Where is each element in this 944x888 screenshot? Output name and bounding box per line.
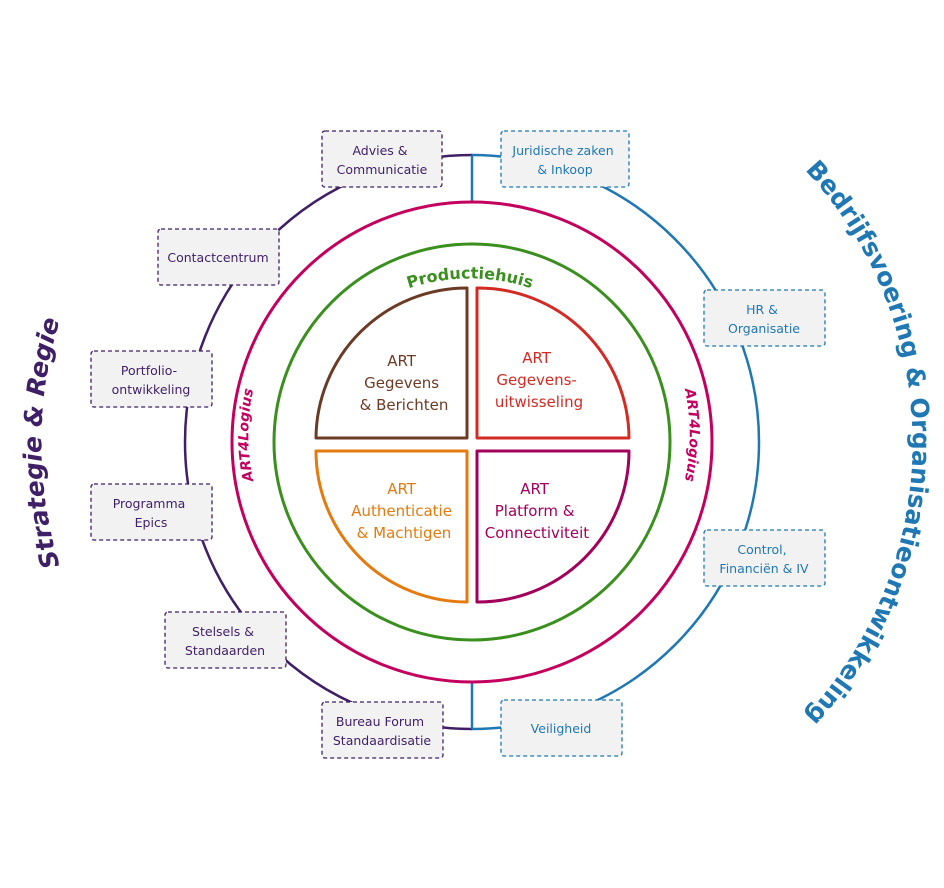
- box-contactcentrum[interactable]: Contactcentrum: [157, 228, 280, 286]
- svg-text:Stelsels & Standaarden: Stelsels & Standaarden: [185, 624, 265, 658]
- quadrant-gegevens-berichten[interactable]: [314, 286, 469, 440]
- outer-ring-right-arc: [471, 153, 761, 731]
- outer-ring-left-arc: [183, 153, 473, 731]
- quadrant-label-gegevens-berichten: ART Gegevens & Berichten: [360, 352, 449, 414]
- box-stelsels-standaarden[interactable]: Stelsels & Standaarden: [164, 611, 287, 669]
- bedrijfsvoering-title: Bedrijfsvoering & Organisatieontwikkelin…: [800, 155, 935, 732]
- svg-text:Juridische zaken & Inkoo: Juridische zaken & Inkoop: [511, 143, 617, 177]
- svg-text:Portfolio- ontwikkeling: Portfolio- ontwikkeling: [112, 363, 191, 397]
- quadrant-label-platform-connectiviteit: ART Platform & Connectiviteit: [485, 480, 590, 542]
- box-bureau-forum-standaardisatie[interactable]: Bureau Forum Standaardisatie: [321, 701, 444, 759]
- productiehuis-ring: [272, 242, 672, 642]
- svg-text:Bureau Forum Standaardis: Bureau Forum Standaardisatie: [333, 714, 432, 748]
- quadrant-platform-connectiviteit[interactable]: [475, 449, 631, 604]
- svg-text:Contactcentrum: Contactcentrum: [167, 250, 268, 265]
- svg-text:Programma Epics: Programma Epics: [113, 496, 190, 530]
- svg-text:Control, Financiën & IV: Control, Financiën & IV: [719, 542, 809, 576]
- box-veiligheid[interactable]: Veiligheid: [500, 699, 623, 757]
- productiehuis-label: Productiehuis: [404, 263, 535, 292]
- box-programma-epics[interactable]: Programma Epics: [90, 483, 213, 541]
- svg-text:Advies & Communicatie: Advies & Communicatie: [337, 143, 428, 177]
- art4logius-label-left: ART4Logius: [236, 387, 257, 484]
- box-control-financien-iv[interactable]: Control, Financiën & IV: [703, 529, 826, 587]
- quadrant-label-authenticatie-machtigen: ART Authenticatie & Machtigen: [351, 480, 456, 542]
- box-hr-organisatie[interactable]: HR & Organisatie: [703, 289, 826, 347]
- svg-text:Veiligheid: Veiligheid: [531, 721, 592, 736]
- quadrant-gegevensuitwisseling[interactable]: [475, 286, 631, 440]
- art4logius-ring: [230, 200, 714, 684]
- box-advies-communicatie[interactable]: Advies & Communicatie: [321, 130, 443, 188]
- strategie-regie-title: Strategie & Regie: [18, 314, 65, 572]
- quadrant-label-gegevensuitwisseling: ART Gegevens- uitwisseling: [495, 349, 583, 411]
- art4logius-label-right: ART4Logius: [681, 386, 702, 483]
- box-portfolio-ontwikkeling[interactable]: Portfolio- ontwikkeling: [90, 350, 213, 408]
- svg-text:HR & Organisatie: HR & Organisatie: [728, 302, 800, 336]
- quadrant-authenticatie-machtigen[interactable]: [314, 449, 469, 604]
- box-juridische-zaken-inkoop[interactable]: Juridische zaken & Inkoop: [500, 130, 630, 188]
